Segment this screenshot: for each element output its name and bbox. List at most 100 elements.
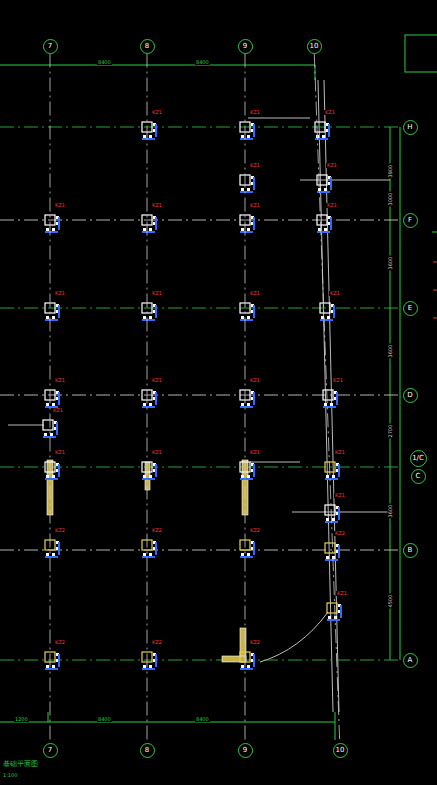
axis-bubble: E bbox=[403, 301, 418, 316]
drawing-title: 基础平面图 bbox=[2, 761, 39, 768]
column-tag: KZ2 bbox=[249, 640, 261, 645]
column-symbol bbox=[142, 652, 156, 669]
axis-label: 7 bbox=[48, 747, 52, 754]
axis-bubble: F bbox=[403, 213, 418, 228]
column-tag: KZ2 bbox=[151, 640, 163, 645]
axis-line bbox=[0, 127, 400, 128]
column-tag: KZ2 bbox=[334, 531, 346, 536]
axis-bubble: 10 bbox=[307, 39, 322, 54]
column-tag: KZ1 bbox=[52, 408, 64, 413]
column-symbol bbox=[325, 505, 339, 522]
dimension-text: 8400 bbox=[97, 717, 112, 722]
axis-label: C bbox=[416, 473, 421, 480]
column-symbol bbox=[240, 122, 254, 139]
drawing-title: 1:100 bbox=[2, 773, 18, 778]
column-tag: KZ1 bbox=[54, 378, 66, 383]
column-tag: KZ2 bbox=[54, 528, 66, 533]
column-tag: KZ2 bbox=[151, 528, 163, 533]
column-symbol bbox=[142, 540, 156, 557]
dimension-text: 2700 bbox=[388, 424, 393, 439]
column-tag: KZ2 bbox=[249, 528, 261, 533]
dimension-text: 8400 bbox=[195, 60, 210, 65]
axis-label: 8 bbox=[145, 43, 149, 50]
axis-label: 10 bbox=[310, 43, 319, 50]
column-symbol bbox=[317, 215, 331, 232]
axis-bubble: H bbox=[403, 120, 418, 135]
grid-axis-line bbox=[245, 54, 246, 743]
column-symbol bbox=[240, 215, 254, 232]
column-symbol bbox=[142, 462, 156, 479]
axis-label: D bbox=[407, 392, 412, 399]
column-symbol bbox=[320, 303, 334, 320]
column-tag: KZ1 bbox=[151, 291, 163, 296]
axis-label: B bbox=[408, 547, 413, 554]
dimension-text: 8400 bbox=[97, 60, 112, 65]
axis-bubble: 8 bbox=[140, 743, 155, 758]
column-symbol bbox=[325, 462, 339, 479]
column-tag: KZ1 bbox=[151, 450, 163, 455]
column-tag: KZ1 bbox=[326, 203, 338, 208]
column-symbol bbox=[240, 540, 254, 557]
column-tag: KZ1 bbox=[54, 203, 66, 208]
grid-axis-line bbox=[50, 54, 51, 743]
axis-label: F bbox=[408, 217, 412, 224]
column-tag: KZ1 bbox=[334, 493, 346, 498]
column-tag: KZ1 bbox=[249, 203, 261, 208]
column-tag: KZ1 bbox=[334, 450, 346, 455]
column-symbol bbox=[45, 462, 59, 479]
axis-label: 1/C bbox=[412, 455, 424, 462]
axis-bubble: 7 bbox=[43, 743, 58, 758]
axis-bubble: 8 bbox=[140, 39, 155, 54]
axis-bubble: 7 bbox=[43, 39, 58, 54]
dimension-text: 8400 bbox=[195, 717, 210, 722]
column-symbol bbox=[240, 303, 254, 320]
dimension-text: 3600 bbox=[388, 344, 393, 359]
axis-bubble: 1/C bbox=[410, 450, 427, 467]
column-tag: KZ1 bbox=[54, 291, 66, 296]
column-symbol bbox=[45, 303, 59, 320]
grid-axis-line bbox=[147, 54, 148, 743]
column-tag: KZ1 bbox=[249, 450, 261, 455]
axis-bubble: 9 bbox=[238, 743, 253, 758]
axis-bubble: B bbox=[403, 543, 418, 558]
column-symbol bbox=[327, 603, 341, 620]
axis-label: H bbox=[407, 124, 412, 131]
axis-bubble: C bbox=[411, 469, 426, 484]
column-tag: KZ1 bbox=[151, 378, 163, 383]
wall bbox=[222, 656, 246, 662]
dimension-text: 3000 bbox=[388, 192, 393, 207]
axis-label: E bbox=[408, 305, 412, 312]
axis-bubble: 10 bbox=[333, 743, 348, 758]
column-symbol bbox=[45, 390, 59, 407]
column-tag: KZ1 bbox=[332, 378, 344, 383]
column-tag: KZ1 bbox=[249, 291, 261, 296]
dimension-text: 4500 bbox=[388, 594, 393, 609]
column-tag: KZ1 bbox=[151, 203, 163, 208]
dimension-text: 3900 bbox=[388, 164, 393, 179]
column-symbol bbox=[45, 540, 59, 557]
grid-axis-line bbox=[314, 53, 339, 742]
axis-bubble: A bbox=[403, 653, 418, 668]
dimension-text: 3600 bbox=[388, 504, 393, 519]
column-symbol bbox=[240, 175, 254, 192]
axis-bubble: D bbox=[403, 388, 418, 403]
axis-label: 7 bbox=[48, 43, 52, 50]
column-symbol bbox=[142, 303, 156, 320]
column-tag: KZ1 bbox=[249, 378, 261, 383]
column-tag: KZ1 bbox=[329, 291, 341, 296]
column-tag: KZ1 bbox=[336, 591, 348, 596]
column-tag: KZ2 bbox=[54, 640, 66, 645]
column-symbol bbox=[325, 543, 339, 560]
axis-label: 10 bbox=[336, 747, 345, 754]
column-symbol bbox=[142, 122, 156, 139]
dimension-text: 3600 bbox=[388, 256, 393, 271]
axis-label: 9 bbox=[243, 747, 247, 754]
column-symbol bbox=[45, 652, 59, 669]
column-symbol bbox=[45, 215, 59, 232]
column-symbol bbox=[323, 390, 337, 407]
column-symbol bbox=[240, 652, 254, 669]
dimension-text: 1200 bbox=[14, 717, 29, 722]
